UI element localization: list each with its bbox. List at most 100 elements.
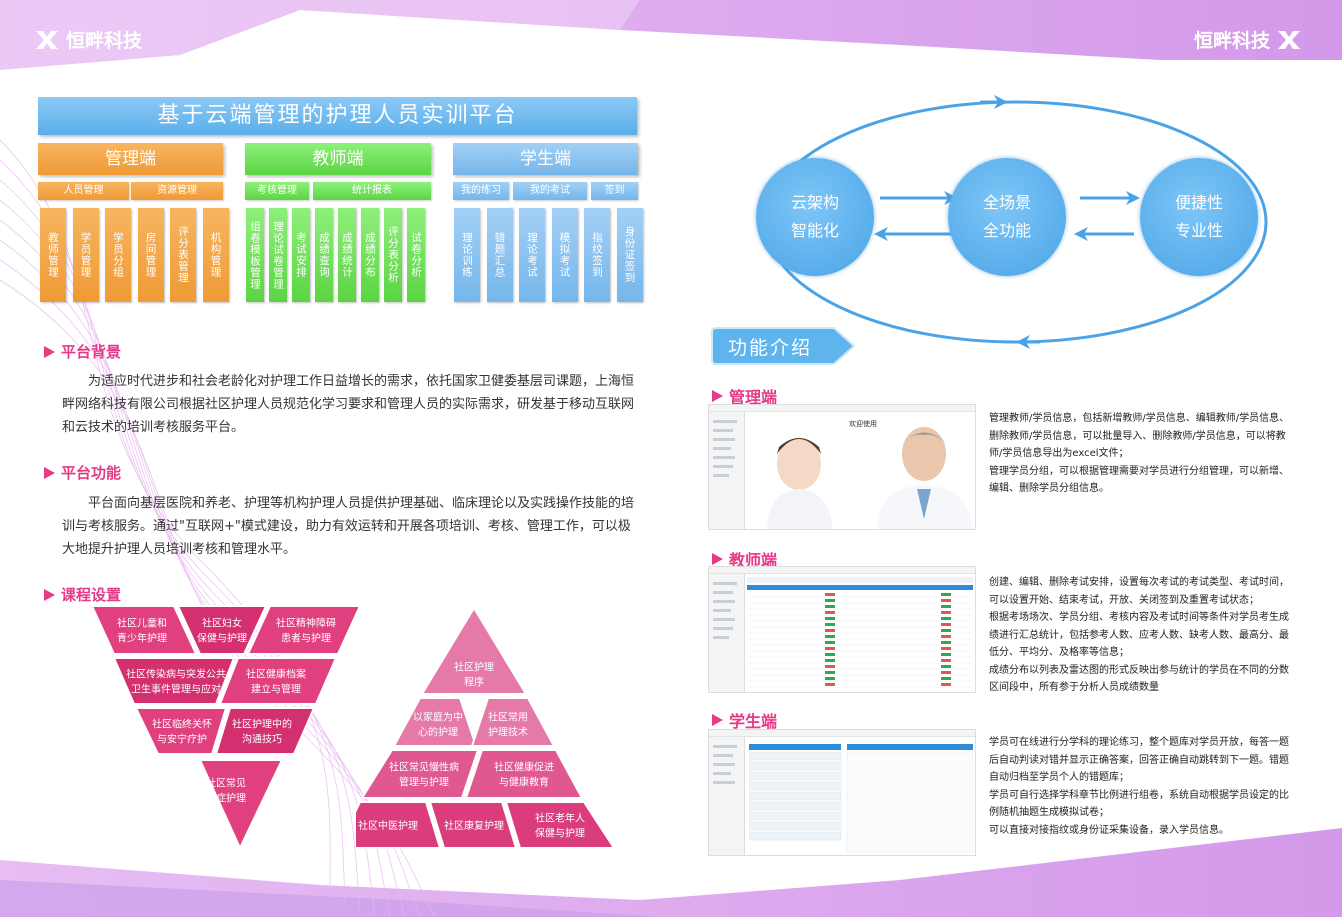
- description-line: 低分、平均分、及格率等信息；: [989, 647, 1129, 658]
- course-cell: [356, 801, 442, 849]
- group-subheader: 考核管理: [245, 182, 309, 200]
- student-description: 学员可在线进行分学科的理论练习，整个题库对学员开放，每答一题后自动判读对错并显示…: [989, 734, 1319, 839]
- description-line: 自动归档至学员个人的错题库；: [989, 772, 1129, 783]
- course-cell: [214, 707, 316, 755]
- course-label: 管理与护理: [399, 776, 449, 789]
- welcome-text: 欢迎使用: [849, 420, 877, 428]
- brand-name: 恒畔科技: [66, 30, 143, 52]
- cycle-node-cloud: 云架构 智能化: [756, 158, 874, 276]
- group-subheader: 签到: [591, 182, 638, 200]
- course-label: 与健康教育: [499, 776, 549, 789]
- description-line: 删除教师/学员信息，可以批量导入、删除教师/学员信息，可以将教: [989, 430, 1286, 442]
- arrow-right-icon: [44, 466, 55, 479]
- admin-description: 管理教师/学员信息，包括新增教师/学员信息、编辑教师/学员信息、删除教师/学员信…: [989, 410, 1319, 498]
- course-label: 与安宁疗护: [157, 733, 207, 746]
- course-label: 社区儿童和: [117, 617, 167, 630]
- course-label: 社区常见慢性病: [389, 761, 459, 774]
- cycle-node-scene: 全场景 全功能: [948, 158, 1066, 276]
- group-header: 学生端: [453, 143, 638, 175]
- course-label: 社区中医护理: [358, 819, 418, 832]
- course-label: 社区健康档案: [246, 668, 306, 681]
- arrow-right-icon: [44, 588, 55, 601]
- brand-name: 恒畔科技: [1194, 30, 1271, 52]
- course-pyramid: 社区护理程序以家庭为中心的护理社区常用护理技术社区常见慢性病管理与护理社区健康促…: [356, 606, 616, 849]
- node-text: 全场景: [982, 193, 1031, 212]
- group-item: 房间管理: [137, 208, 164, 302]
- course-label: 社区传染病与突发公共: [126, 668, 226, 681]
- course-label: 社区康复护理: [444, 819, 504, 832]
- course-label: 以家庭为中: [413, 711, 463, 724]
- group-item: 错题汇总: [486, 208, 513, 302]
- bottom-band: [0, 828, 1342, 917]
- group-item: 理论试卷管理: [269, 208, 287, 302]
- course-cell: [90, 605, 198, 655]
- group-item: 学员分组: [105, 208, 131, 302]
- group-subheader: 人员管理: [38, 182, 129, 200]
- description-line: 师/学员信息导出为excel文件；: [989, 448, 1129, 459]
- course-label: 心的护理: [418, 726, 458, 739]
- admin-sidebar: [709, 412, 745, 529]
- course-label: 社区精神障碍: [276, 617, 336, 630]
- group-item: 成绩分布: [361, 208, 379, 302]
- course-label: 护理技术: [488, 726, 528, 739]
- section-title: 平台背景: [61, 343, 122, 361]
- course-label: 程序: [464, 676, 484, 689]
- student-heading: 学生端: [712, 708, 777, 732]
- group-item: 评分表管理: [170, 208, 196, 302]
- group-item: 指纹签到: [584, 208, 610, 302]
- nurse-doctor-illustration: [767, 427, 973, 529]
- course-label: 社区老年人: [535, 812, 585, 825]
- description-line: 可以直接对接指纹或身份证采集设备，录入学员信息。: [989, 824, 1229, 836]
- course-label: 急症护理: [206, 792, 246, 805]
- course-label: 社区妇女: [202, 617, 242, 630]
- function-text: 平台面向基层医院和养老、护理等机构护理人员提供护理基础、临床理论以及实践操作技能…: [62, 496, 635, 557]
- tab-shape: [711, 327, 856, 365]
- course-label: 社区护理中的: [232, 718, 292, 731]
- description-line: 成绩分布以列表及雷达图的形式反映出参与统计的学员在不同的分数: [989, 664, 1289, 676]
- group-subheader: 统计报表: [313, 182, 431, 200]
- section-title: 管理端: [729, 388, 778, 407]
- description-line: 管理教师/学员信息，包括新增教师/学员信息、编辑教师/学员信息、: [989, 413, 1290, 424]
- group-item: 组卷模板管理: [246, 208, 264, 302]
- group-subheader: 我的练习: [453, 182, 509, 200]
- course-cell: [428, 801, 518, 849]
- group-subheader: 我的考试: [513, 182, 587, 200]
- description-line: 区间段中，所有参于分析人员成绩数量: [989, 682, 1159, 693]
- features-heading: 功能介绍: [710, 326, 856, 366]
- course-cell: [504, 801, 616, 849]
- description-line: 管理学员分组，可以根据管理需要对学员进行分组管理，可以新增、: [989, 465, 1289, 477]
- function-heading: 平台功能: [44, 462, 121, 483]
- section-title: 平台功能: [61, 464, 122, 482]
- group-item: 考试安排: [292, 208, 310, 302]
- platform-title: 基于云端管理的护理人员实训平台: [38, 97, 637, 135]
- group-item: 身份证签到: [616, 208, 643, 302]
- brand-right: 恒畔科技: [1194, 26, 1302, 53]
- group-header: 管理端: [38, 143, 223, 175]
- description-line: 根据考场场次、学员分组、考核内容及考试时间等条件对学员考生成: [989, 612, 1289, 623]
- group-item: 机构管理: [202, 208, 229, 302]
- group-item: 模拟考试: [551, 208, 578, 302]
- student-screenshot: [708, 729, 976, 856]
- course-label: 建立与管理: [251, 683, 301, 696]
- course-label: 患者与护理: [281, 632, 331, 645]
- arrow-right-icon: [44, 345, 55, 358]
- teacher-screenshot: [708, 566, 976, 693]
- course-label: 沟通技巧: [242, 733, 282, 746]
- course-label: 社区健康促进: [494, 761, 554, 774]
- admin-heading: 管理端: [712, 384, 777, 408]
- course-label: 社区常见: [206, 777, 246, 790]
- group-item: 试卷分析: [407, 208, 425, 302]
- section-title: 教师端: [729, 551, 778, 570]
- admin-screenshot: 欢迎使用: [708, 404, 976, 530]
- course-label: 保健与护理: [535, 827, 585, 840]
- course-cell: [198, 759, 284, 848]
- group-subheader: 资源管理: [131, 182, 223, 200]
- brand-left: 恒畔科技: [34, 26, 142, 53]
- arrow-right-icon: [712, 553, 723, 565]
- node-text: 智能化: [790, 221, 839, 240]
- course-cell: [360, 749, 480, 799]
- description-line: 创建、编辑、删除考试安排，设置每次考试的考试类型、考试时间，: [989, 577, 1289, 588]
- top-band: [0, 0, 1342, 70]
- course-cell: [420, 606, 528, 695]
